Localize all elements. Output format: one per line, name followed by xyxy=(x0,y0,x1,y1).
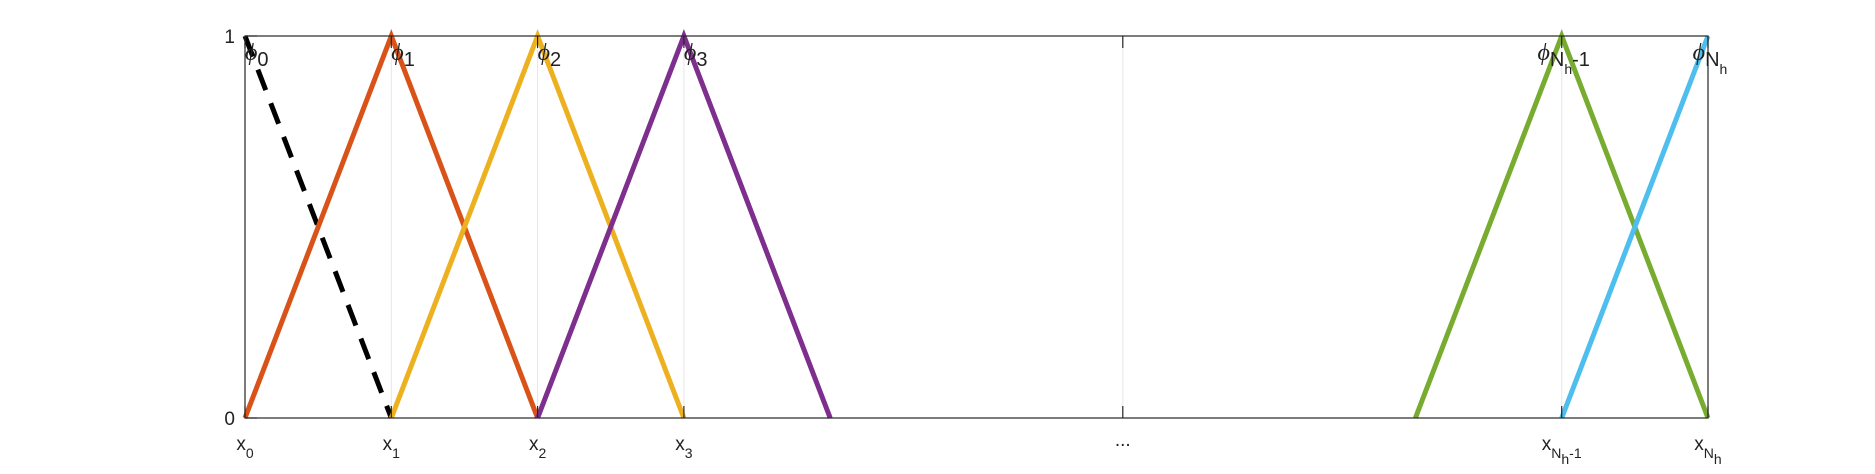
phi-label-0: ϕ0 xyxy=(245,40,269,71)
phi-sub: 0 xyxy=(257,49,268,71)
phi-label-1: ϕ1 xyxy=(391,40,415,71)
phi-symbol: ϕ xyxy=(1537,40,1549,66)
x-tick-label: x0 xyxy=(236,434,254,461)
phi-sub: 3 xyxy=(696,49,707,71)
x-tick-label: x3 xyxy=(675,434,693,461)
x-tick-label-sub: 2 xyxy=(538,445,546,461)
phi-tail: -1 xyxy=(1572,49,1590,71)
series-line-5 xyxy=(1559,35,1711,419)
phi-symbol: ϕ xyxy=(1693,40,1705,66)
x-tick-label-sub: N xyxy=(1704,445,1714,461)
x-tick-label-base: x xyxy=(529,434,539,455)
phi-sub: 2 xyxy=(550,49,561,71)
phi-subsub: h xyxy=(1720,61,1728,77)
x-tick-label: ... xyxy=(1115,430,1131,451)
x-tick-label-base: x xyxy=(236,434,246,455)
phi-symbol: ϕ xyxy=(391,40,403,66)
axes-frame xyxy=(244,35,1709,419)
axes-box xyxy=(244,35,1709,419)
x-tick-label-subsub: h xyxy=(1561,451,1569,467)
x-tick-label-base: x xyxy=(675,434,685,455)
x-tick-label: xNh xyxy=(1694,434,1721,467)
x-tick-label-tail: -1 xyxy=(1569,445,1582,461)
y-tick-label: 0 xyxy=(224,409,235,430)
phi-label-5: ϕNh xyxy=(1693,40,1728,77)
x-tick-label-sub: 1 xyxy=(392,445,400,461)
x-tick-label-sub: 0 xyxy=(246,445,254,461)
phi-label-3: ϕ3 xyxy=(684,40,708,71)
phi-subsub: h xyxy=(1564,61,1572,77)
x-tick-label-text: ... xyxy=(1115,430,1131,451)
phi-sub: 1 xyxy=(404,49,415,71)
phi-sub: N xyxy=(1705,49,1719,71)
x-tick-label-base: x xyxy=(1542,434,1552,455)
x-tick-label-base: x xyxy=(1694,434,1704,455)
phi-symbol: ϕ xyxy=(538,40,550,66)
x-tick-label: x2 xyxy=(529,434,547,461)
x-tick-label-base: x xyxy=(383,434,393,455)
series-line-0 xyxy=(242,35,394,419)
phi-symbol: ϕ xyxy=(245,40,257,66)
phi-label-2: ϕ2 xyxy=(538,40,562,71)
phi-sub: N xyxy=(1550,49,1564,71)
x-tick-label-sub: N xyxy=(1551,445,1561,461)
x-tick-label: xNh-1 xyxy=(1542,434,1582,467)
series-lines xyxy=(242,29,1711,419)
phi-symbol: ϕ xyxy=(684,40,696,66)
phi-label-4: ϕNh-1 xyxy=(1537,40,1589,77)
x-tick-label: x1 xyxy=(383,434,401,461)
x-tick-label-subsub: h xyxy=(1714,451,1722,467)
x-tick-label-sub: 3 xyxy=(685,445,693,461)
y-tick-label: 1 xyxy=(224,27,235,48)
